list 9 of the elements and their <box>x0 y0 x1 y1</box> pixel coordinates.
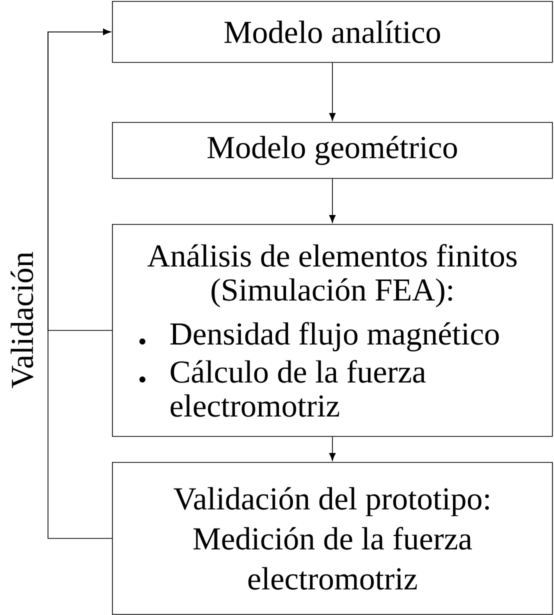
arrow <box>329 178 336 223</box>
arrow <box>329 62 336 121</box>
arrow <box>329 436 336 461</box>
side-label: Validación <box>10 252 34 388</box>
process-box: Modelo analítico <box>112 1 553 63</box>
arrow <box>48 28 112 539</box>
process-box: Análisis de elementos finitos (Simulación FEA): Densidad flujo magnético Cálculo de la fuerza electromotriz <box>112 224 553 437</box>
process-box: Validación del prototipo: Medición de la fuerza electromotriz <box>112 462 553 615</box>
process-box: Modelo geométrico <box>112 122 553 179</box>
